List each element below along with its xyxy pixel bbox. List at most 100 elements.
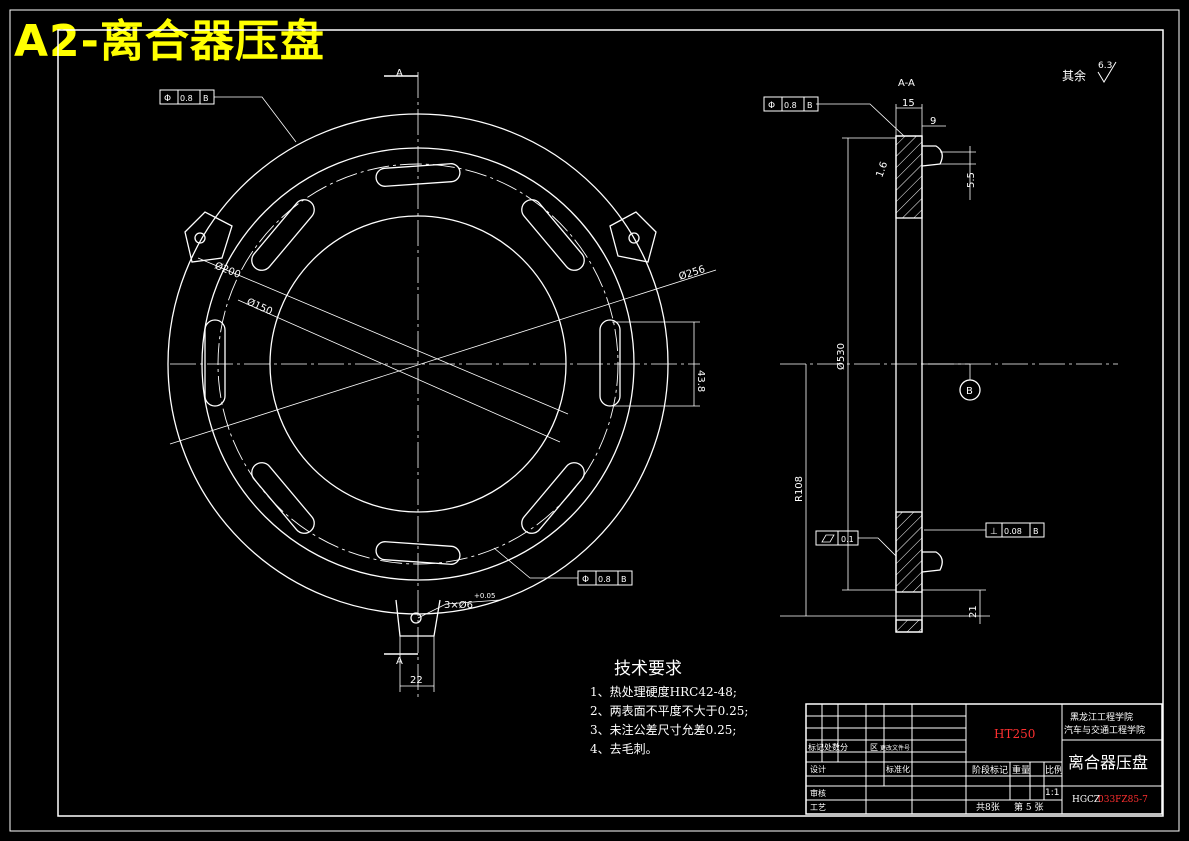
tb-row-label: 设计 <box>810 764 826 774</box>
slot <box>251 199 315 271</box>
weight-label: 重量 <box>1012 764 1030 776</box>
frame-pos-top: Φ 0.8 B <box>159 89 215 105</box>
frame-symbol: Φ <box>582 575 589 585</box>
tb-row-label: 更改文件号 <box>880 744 910 752</box>
roughness-symbol-icon <box>1097 61 1117 83</box>
frame-datum: B <box>203 94 209 103</box>
tech-req-heading: 技术要求 <box>614 659 682 679</box>
boss-bottom <box>921 551 943 573</box>
inner-frame <box>57 29 1164 817</box>
sheet-number: 第 5 张 <box>1014 801 1043 813</box>
datum-b-label: B <box>966 386 973 397</box>
dim-55: 5.5 <box>966 172 977 188</box>
tb-row-label: 工艺 <box>810 803 826 812</box>
tech-req-item: 1、热处理硬度HRC42-48; <box>590 684 737 699</box>
frame-value: 0.8 <box>180 94 193 103</box>
slot <box>375 541 461 565</box>
dim-438: 43.8 <box>695 370 706 392</box>
dim-15: 15 <box>902 98 915 109</box>
slots <box>204 163 621 565</box>
hatch-foot <box>895 619 923 633</box>
dim-21: 21 <box>968 605 979 618</box>
roughness-note-value: 6.3 <box>1098 61 1112 71</box>
frame-value: 0.08 <box>1004 527 1022 536</box>
tech-req-item: 3、未注公差尺寸允差0.25; <box>590 722 736 737</box>
frame-value: 0.8 <box>784 101 797 110</box>
stage-label: 阶段标记 <box>972 764 1008 776</box>
dim-dia256: Ø256 <box>677 263 706 283</box>
section-marker-bottom: A <box>396 656 403 667</box>
lug-bottom <box>395 599 441 637</box>
section-view <box>780 103 1118 633</box>
leader-flat <box>858 537 897 557</box>
total-sheets: 共8张 <box>976 802 1000 813</box>
slot <box>521 462 585 534</box>
drawing-code-prefix: HGCZ <box>1072 795 1100 805</box>
scale-value: 1:1 <box>1045 788 1059 798</box>
material: HT250 <box>994 727 1035 741</box>
leader-holes <box>417 599 501 619</box>
title-block <box>805 703 1163 815</box>
slot <box>521 199 585 271</box>
frame-symbol: ⊥ <box>990 527 998 537</box>
slot <box>375 163 461 187</box>
boss-top <box>921 145 943 167</box>
dim-9: 9 <box>930 116 936 127</box>
leader-frame-top <box>214 96 297 143</box>
tech-req-item: 2、两表面不平度不大于0.25; <box>590 703 748 718</box>
frame-datum: B <box>621 575 627 584</box>
dim-22: 22 <box>410 675 423 686</box>
slot <box>599 319 621 407</box>
lug-hole-bottom <box>410 612 422 624</box>
frame-datum: B <box>807 101 813 110</box>
lug-hole-left <box>194 232 206 244</box>
inner-circle <box>201 147 635 581</box>
frame-pos-side: Φ 0.8 B <box>763 96 819 112</box>
dim-holes: 3×Ø6 <box>444 599 473 611</box>
frame-symbol: Φ <box>768 101 775 111</box>
tb-row-label: 标记处数分 <box>808 742 848 752</box>
scale-label: 比例 <box>1045 764 1063 776</box>
part-name: 离合器压盘 <box>1068 753 1148 772</box>
frame-symbol: Φ <box>164 94 171 104</box>
bore-circle <box>269 215 567 513</box>
dim-dia150: Ø150 <box>245 296 275 318</box>
hatch-bottom <box>895 511 923 593</box>
leader-frame-bottom <box>493 547 578 579</box>
dim-holes-tol: +0.05 <box>474 592 495 600</box>
frame-perp: ⊥ 0.08 B <box>985 522 1045 538</box>
bolt-circle <box>217 163 619 565</box>
drawing-code-suffix: 033FZ85-7 <box>1098 795 1148 805</box>
leader-pos-side <box>816 103 905 137</box>
frame-datum: B <box>1033 527 1039 536</box>
outer-frame <box>9 9 1180 832</box>
tb-row-label: 区 <box>870 743 878 752</box>
tb-row-label: 标准化 <box>886 764 910 774</box>
roughness-note-label: 其余 <box>1062 68 1086 83</box>
dim-530: Ø530 <box>835 343 847 370</box>
lug-right <box>609 211 657 263</box>
leader-dia200 <box>197 257 569 415</box>
frame-value: 0.8 <box>598 575 611 584</box>
frame-flat: 0.1 <box>815 530 859 546</box>
sheet-title: A2-离合器压盘 <box>14 16 325 67</box>
leader-dia256 <box>169 269 717 445</box>
frame-value: 0.1 <box>841 535 854 544</box>
datum-b-circle <box>959 379 981 401</box>
roughness-16: 1.6 <box>874 160 890 179</box>
section-label: A-A <box>898 78 915 89</box>
hatch-top <box>895 135 923 219</box>
lug-left <box>184 211 233 263</box>
slot <box>251 462 315 534</box>
dim-r108: R108 <box>794 476 805 502</box>
frame-pos-bottom: Φ 0.8 B <box>577 570 633 586</box>
tech-req-item: 4、去毛刺。 <box>590 742 658 756</box>
school-line1: 黑龙江工程学院 <box>1070 711 1133 723</box>
section-marker-top: A <box>396 68 403 79</box>
lug-hole-right <box>628 232 640 244</box>
school-line2: 汽车与交通工程学院 <box>1064 724 1145 736</box>
slot <box>204 319 226 407</box>
tb-row-label: 审核 <box>810 788 826 798</box>
front-view <box>167 72 717 700</box>
